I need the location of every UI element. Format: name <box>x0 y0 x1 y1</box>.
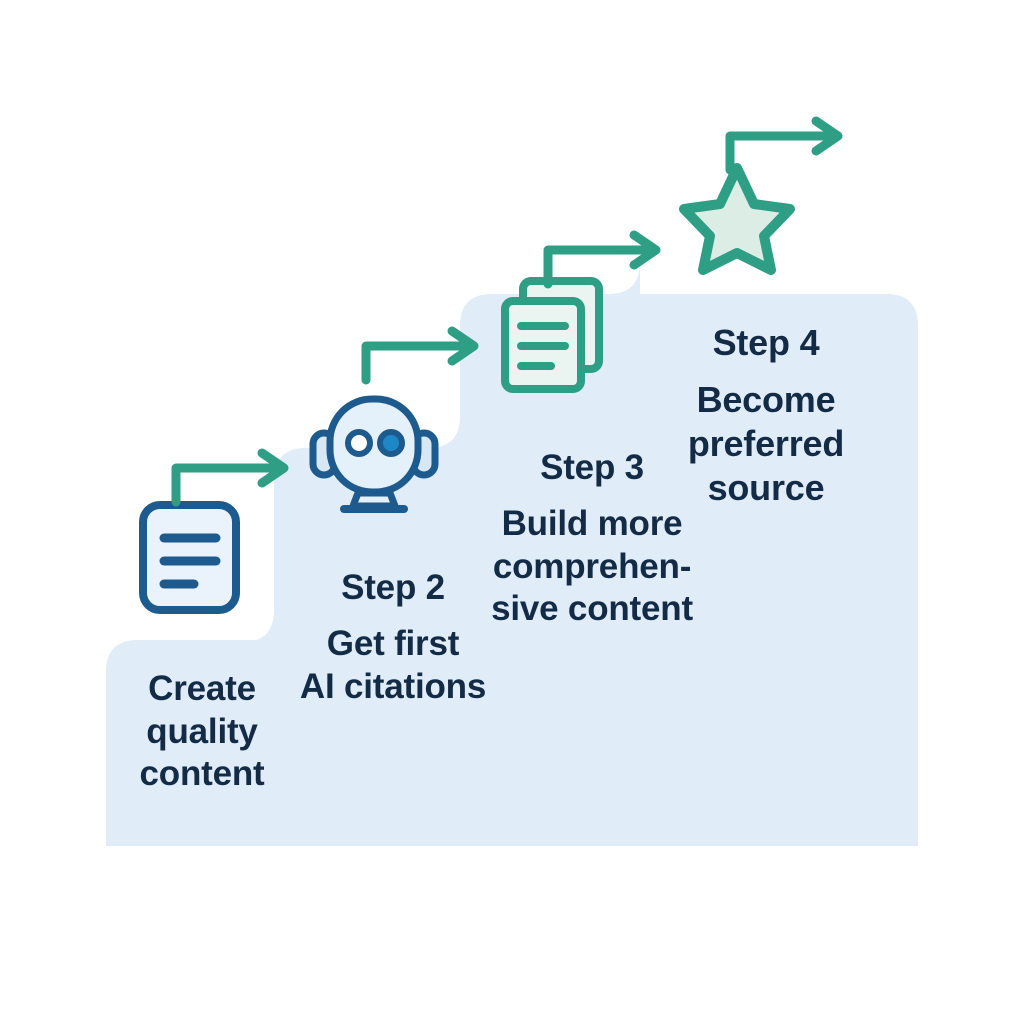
staircase-step2-block <box>274 608 460 846</box>
documents-stack-icon <box>498 276 608 394</box>
step-1-text-block: Create quality content <box>118 668 286 796</box>
document-icon <box>137 500 242 615</box>
step-2-heading: Step 2 <box>341 568 445 607</box>
arrow-step-3-to-4 <box>540 222 670 292</box>
staircase-step4-block <box>640 294 918 846</box>
step-3-description: Build more comprehen- sive content <box>491 503 693 629</box>
step-2-text-block: Step 2 Get first AI citations <box>288 568 498 708</box>
arrow-step-2-to-3 <box>358 318 488 388</box>
step-4-heading: Step 4 <box>712 322 820 363</box>
step-1-description: Create quality content <box>139 669 265 794</box>
step-3-heading: Step 3 <box>540 448 644 487</box>
step-4-text-block: Step 4 Become preferred source <box>660 322 872 510</box>
staircase-step3-block <box>460 384 640 846</box>
step-3-text-block: Step 3 Build more comprehen- sive conten… <box>473 448 711 631</box>
step-2-description: Get first AI citations <box>299 623 487 706</box>
star-icon <box>676 160 798 275</box>
robot-icon <box>303 393 445 515</box>
step-4-description: Become preferred source <box>687 379 845 508</box>
arrow-step-4-outward <box>722 108 852 178</box>
staircase-step1-block <box>106 640 274 846</box>
arrow-step-1-to-2 <box>168 440 298 510</box>
